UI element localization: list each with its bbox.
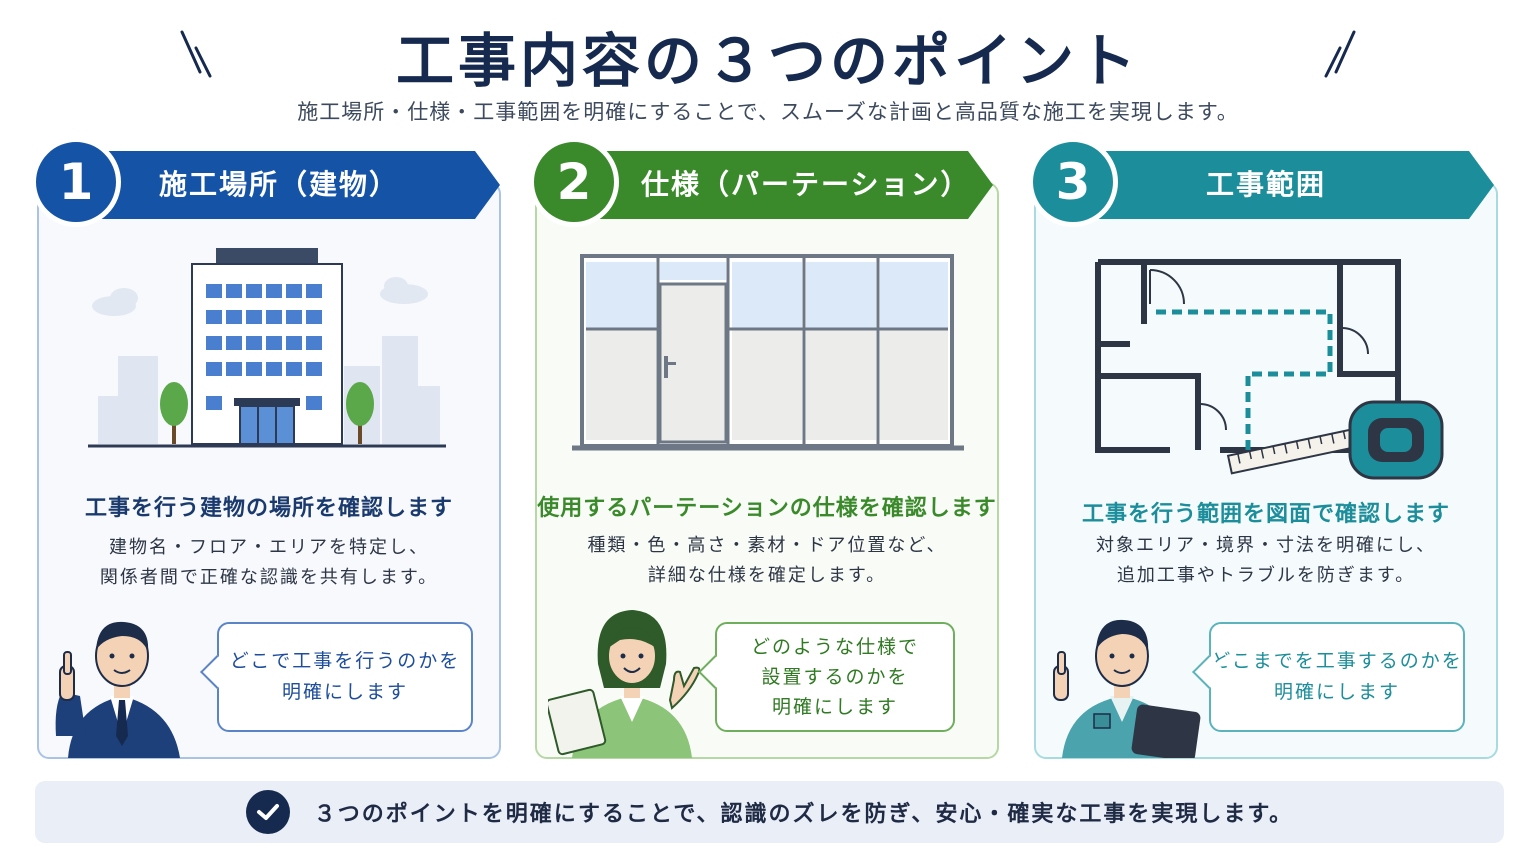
summary-text: ３つのポイントを明確にすることで、認識のズレを防ぎ、安心・確実な工事を実現します… [313,802,1294,827]
businesswoman-avatar [548,610,701,758]
point-label: 工事範囲 [1206,168,1327,201]
construction-worker-avatar [1053,619,1201,758]
accent-lines-icon [1324,30,1356,78]
point-number-badge: 3 [1028,137,1118,227]
speech-bubble-2: どのような仕様で 設置するのかを 明確にします [698,622,955,732]
point-label: 仕様（パーテーション） [641,168,971,201]
point-heading-2: 使用するパーテーションの仕様を確認します [537,496,997,521]
check-circle-icon [245,790,290,834]
speech-bubble-1: どこで工事を行うのかを 明確にします [200,622,473,732]
accent-lines-icon [180,30,212,78]
point-label: 施工場所（建物） [159,168,400,201]
point-header-1: 1 施工場所（建物） [31,137,500,227]
businessman-avatar [55,621,180,758]
point-number-badge: 1 [31,137,121,227]
page-subtitle: 施工場所・仕様・工事範囲を明確にすることで、スムーズな計画と高品質な施工を実現し… [297,100,1239,124]
point-number-badge: 2 [529,137,619,227]
office-building-icon [88,248,446,448]
partition-wall-icon [572,254,964,451]
summary-banner: ３つのポイントを明確にすることで、認識のズレを防ぎ、安心・確実な工事を実現します… [35,781,1504,843]
point-heading-3: 工事を行う範囲を図面で確認します [1081,502,1450,527]
speech-bubble-3: どこまでを工事するのかを 明確にします [1192,622,1465,732]
point-description-2: 種類・色・高さ・素材・ドア位置など、 詳細な仕様を確定します。 [587,535,947,586]
floor-plan-icon [1095,259,1444,480]
point-description-1: 建物名・フロア・エリアを特定し、 関係者間で正確な認識を共有します。 [99,537,439,588]
page-title: 工事内容の３つのポイント [395,27,1140,95]
point-heading-1: 工事を行う建物の場所を確認します [84,496,453,521]
point-header-2: 2 仕様（パーテーション） [529,137,993,227]
point-description-3: 対象エリア・境界・寸法を明確にし、 追加工事やトラブルを防ぎます。 [1096,535,1436,586]
point-header-3: 3 工事範囲 [1028,137,1494,227]
